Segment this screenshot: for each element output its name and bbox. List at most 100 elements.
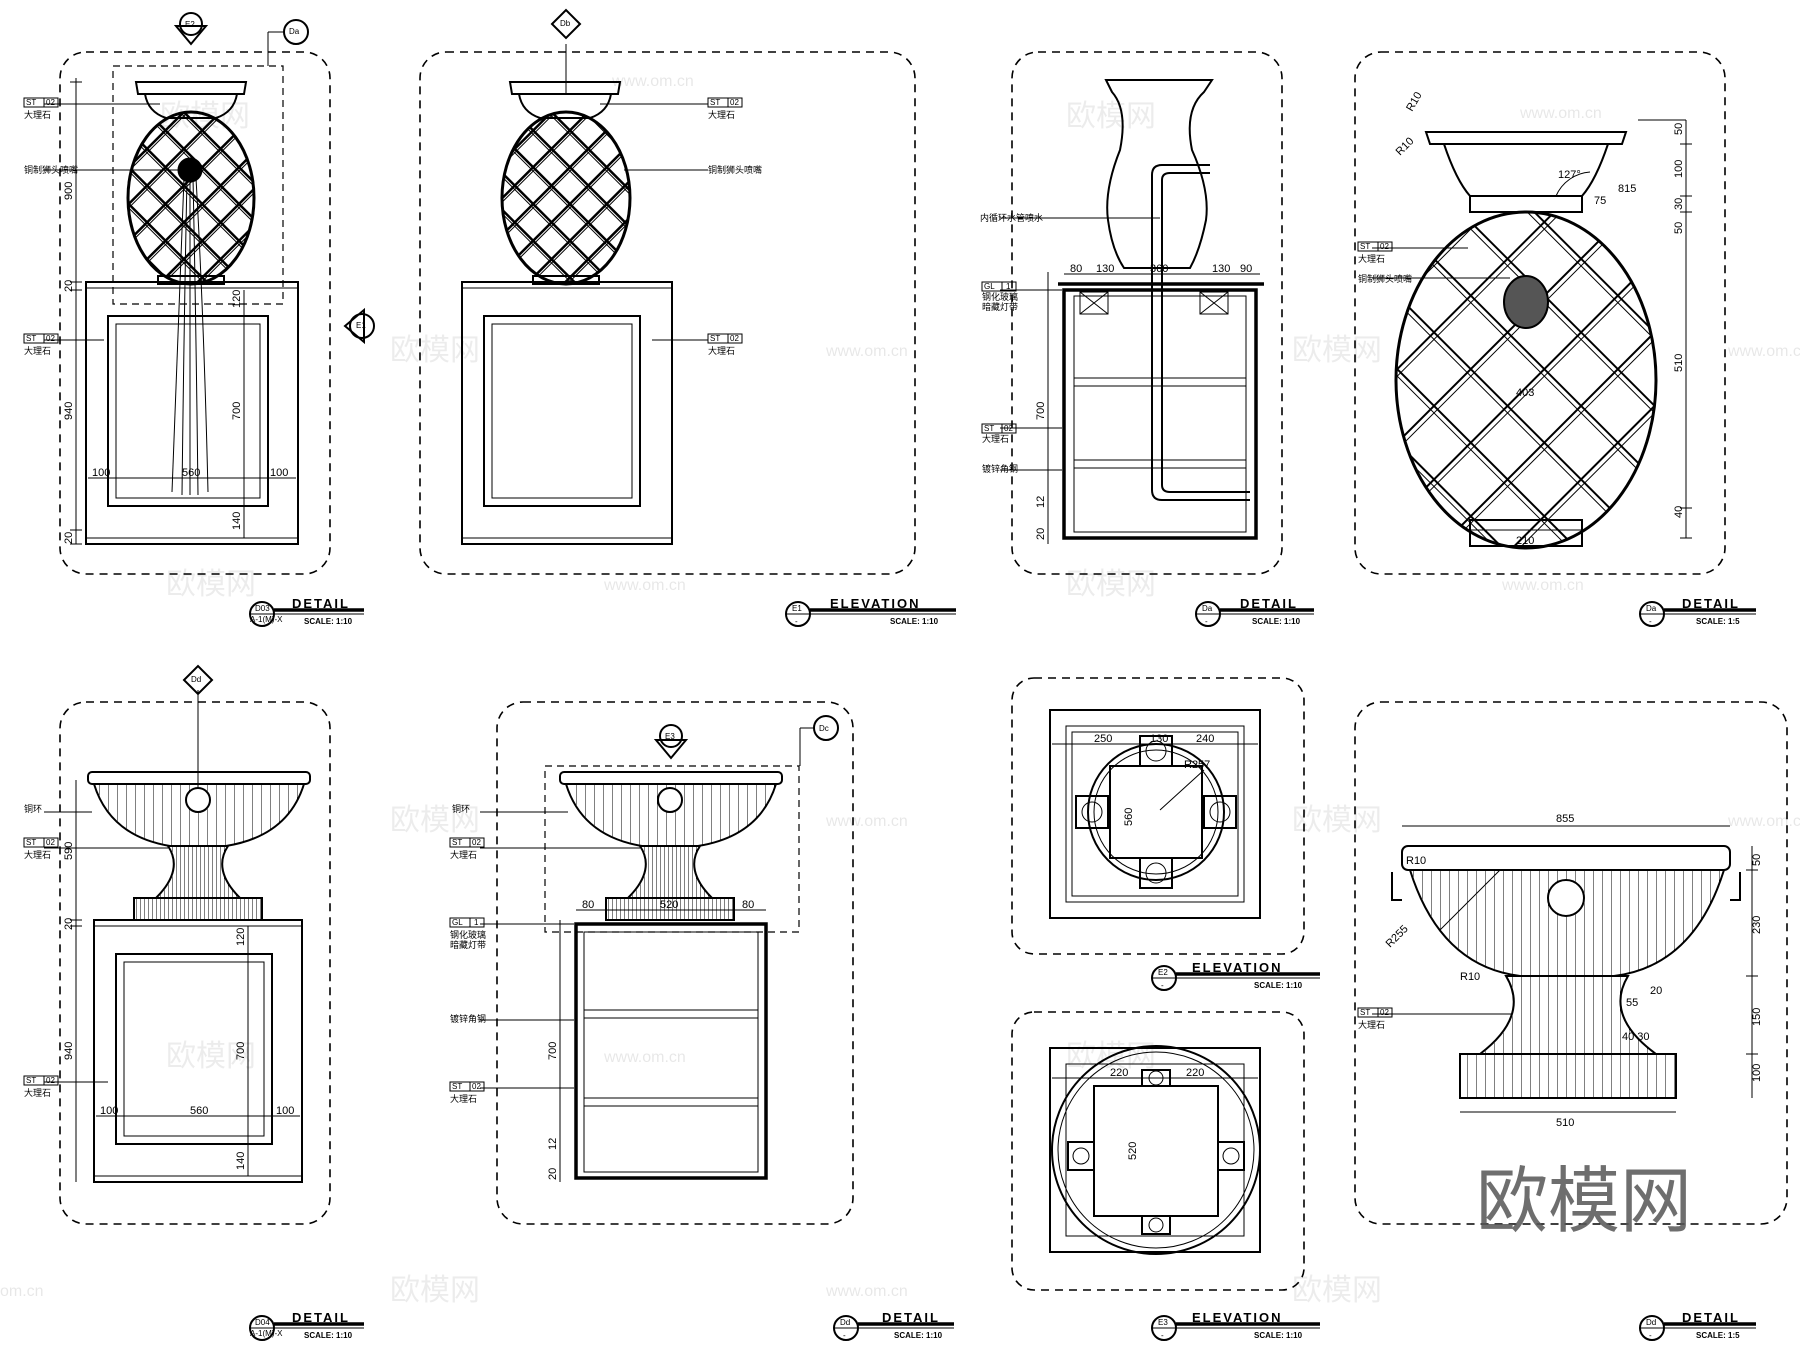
panel-da-detail-drawing <box>1357 119 1692 550</box>
watermark-url: www.om.cn <box>825 343 908 360</box>
dim-55: 55 <box>1626 997 1638 1009</box>
panel-dd-drawing <box>449 715 839 1182</box>
tag-st: ST <box>710 334 720 343</box>
title-sub: - <box>1161 1331 1164 1340</box>
watermark-url: om.cn <box>0 1283 44 1300</box>
marker-e3: E3 <box>665 732 675 741</box>
title-tag: D04 <box>255 1318 270 1327</box>
dim-140: 140 <box>231 512 243 530</box>
title-text: ELEVATION <box>1192 1310 1282 1325</box>
frame-e3 <box>1011 1011 1305 1291</box>
dim-20: 20 <box>63 918 75 930</box>
panel-da-drawing <box>981 79 1264 544</box>
label-copper-spout: 铜制狮头喷嘴 <box>708 164 762 176</box>
label-inner-pipe: 内循环水管喷水 <box>980 212 1043 224</box>
dim-700: 700 <box>231 402 243 420</box>
dim-250: 250 <box>1094 733 1112 745</box>
dim-30: 30 <box>1673 198 1685 210</box>
panel-frames <box>59 51 1788 1291</box>
tag-02: 02 <box>730 334 739 343</box>
watermark-brand: 欧模网 <box>1066 99 1156 134</box>
watermark-url: www.om.cn <box>1727 343 1800 360</box>
title-text: DETAIL <box>1682 1310 1740 1325</box>
title-block-dd-detail: Dd - DETAIL SCALE: 1:5 <box>1639 1310 1756 1341</box>
marker-e1: E1 <box>356 321 366 330</box>
watermark-brand: 欧模网 <box>166 1039 256 1074</box>
dim-80: 80 <box>1070 263 1082 275</box>
tag-st: ST <box>452 838 462 847</box>
dim-50: 50 <box>1673 222 1685 234</box>
title-scale: SCALE: 1:10 <box>1254 981 1303 990</box>
tag-02: 02 <box>46 838 55 847</box>
title-block-d04: D04 A-1(M)-X DETAIL SCALE: 1:10 <box>249 1310 364 1341</box>
title-scale: SCALE: 1:5 <box>1696 1331 1740 1340</box>
watermark-brand: 欧模网 <box>1066 1039 1156 1074</box>
panel-d04-text: Dd 铜环 ST 02 大理石 ST 02 大理石 590 20 940 120… <box>24 675 294 1170</box>
title-tag: E1 <box>792 604 802 613</box>
dim-r10: R10 <box>1406 855 1426 867</box>
title-scale: SCALE: 1:10 <box>890 617 939 626</box>
dim-12: 12 <box>1035 496 1047 508</box>
label-glass: 钢化玻璃 <box>982 291 1018 303</box>
watermark-url: www.om.cn <box>1501 577 1584 594</box>
marker-da: Da <box>289 27 300 36</box>
dim-130: 130 <box>1150 733 1168 745</box>
panel-e2-drawing <box>1049 709 1261 919</box>
label-copper-spout: 铜制狮头喷嘴 <box>1358 273 1412 285</box>
title-scale: SCALE: 1:10 <box>304 1331 353 1340</box>
title-tag: Dd <box>840 1318 850 1327</box>
dim-20: 20 <box>63 280 75 292</box>
panel-da-detail-text: ST 02 大理石 铜制狮头喷嘴 R10 R10 127° 815 75 403… <box>1358 90 1685 547</box>
label-marble: 大理石 <box>1358 1019 1385 1031</box>
title-tag: Dd <box>1646 1318 1656 1327</box>
title-blocks: D03 A-1(M)-X DETAIL SCALE: 1:10 E1 - ELE… <box>249 596 1756 1341</box>
tag-02: 02 <box>46 1076 55 1085</box>
dim-230: 230 <box>1751 916 1763 934</box>
dim-940: 940 <box>63 402 75 420</box>
label-marble: 大理石 <box>450 1093 477 1105</box>
watermark-brand: 欧模网 <box>390 333 480 368</box>
watermark-brand: 欧模网 <box>390 1273 480 1308</box>
title-tag: E3 <box>1158 1318 1168 1327</box>
watermark-brand: 欧模网 <box>1292 803 1382 838</box>
dim-360: 360 <box>1150 263 1168 275</box>
panel-d04-drawing <box>23 664 311 1183</box>
watermark-url: www.om.cn <box>1727 813 1800 830</box>
dim-700: 700 <box>1035 402 1047 420</box>
dim-590: 590 <box>63 842 75 860</box>
tag-02: 02 <box>46 334 55 343</box>
dim-520: 520 <box>660 899 678 911</box>
panel-dd-text: E3 Dc 铜环 ST 02 大理石 GL 1 钢化玻璃 暗藏灯带 镀锌角钢 S… <box>450 724 829 1180</box>
watermark-brand: 欧模网 <box>390 803 480 838</box>
dim-12: 12 <box>547 1138 559 1150</box>
dim-560: 560 <box>182 467 200 479</box>
dim-40: 40 <box>1673 506 1685 518</box>
title-scale: SCALE: 1:10 <box>304 617 353 626</box>
panel-d03-text: ST 02 大理石 铜制狮头喷嘴 ST 02 大理石 900 20 940 20… <box>24 20 366 544</box>
title-sub: - <box>1161 981 1164 990</box>
title-block-e2: E2 - ELEVATION SCALE: 1:10 <box>1151 960 1320 991</box>
title-sub: A-1(M)-X <box>250 615 283 624</box>
dim-20: 20 <box>1035 528 1047 540</box>
title-text: ELEVATION <box>830 596 920 611</box>
dim-80: 80 <box>742 899 754 911</box>
dim-r255: R255 <box>1384 923 1411 950</box>
tag-st: ST <box>984 424 994 433</box>
dim-20: 20 <box>63 532 75 544</box>
title-sub: - <box>1205 617 1208 626</box>
frame-dd <box>496 701 854 1225</box>
title-tag: Da <box>1646 604 1657 613</box>
dim-220: 220 <box>1186 1067 1204 1079</box>
dim-855: 855 <box>1556 813 1574 825</box>
watermark-url: www.om.cn <box>603 577 686 594</box>
dim-240: 240 <box>1196 733 1214 745</box>
dim-940: 940 <box>63 1042 75 1060</box>
tag-02: 02 <box>1004 424 1013 433</box>
frame-d03 <box>59 51 331 575</box>
dim-100: 100 <box>1673 160 1685 178</box>
dim-120: 120 <box>231 290 243 308</box>
tag-02: 02 <box>472 838 481 847</box>
tag-gl-1: 1 <box>1006 282 1011 291</box>
tag-st: ST <box>452 1082 462 1091</box>
dim-150: 150 <box>1751 1008 1763 1026</box>
